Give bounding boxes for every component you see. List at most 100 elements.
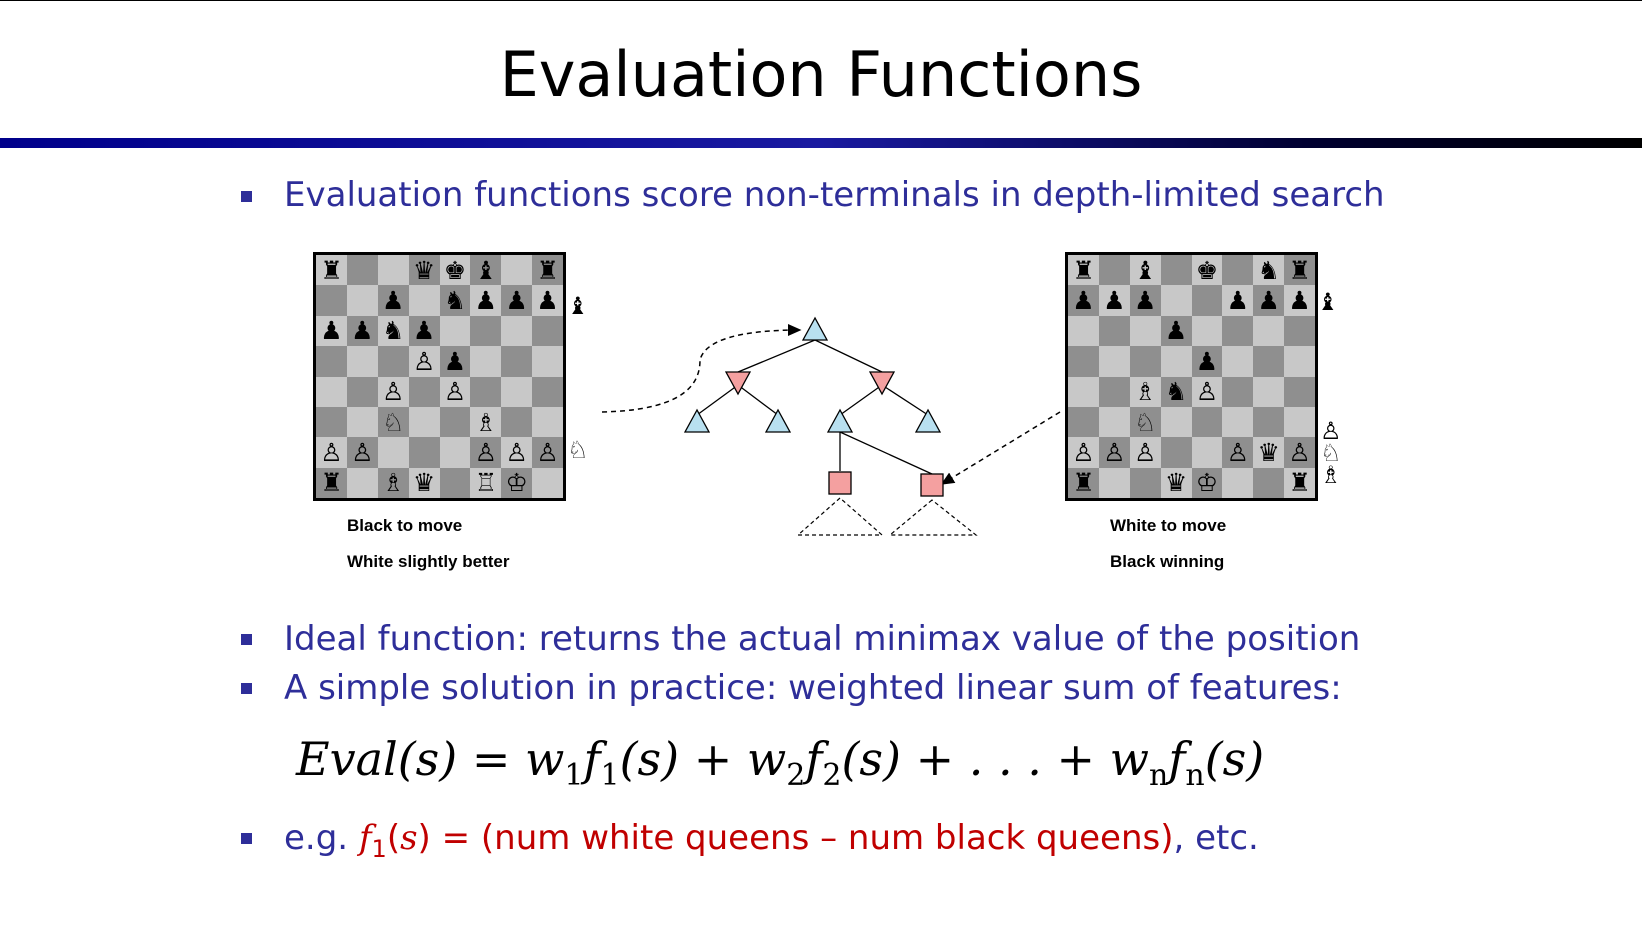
board-square [346, 406, 378, 438]
board-square: ♗ [1129, 376, 1161, 407]
root-max-node [801, 316, 829, 341]
board-square [1222, 346, 1254, 377]
board-square: ♝ [1129, 255, 1161, 286]
bullet-3-text: A simple solution in practice: weighted … [284, 668, 1342, 708]
board-square: ♟ [1068, 285, 1099, 316]
board-square: ♟ [1098, 285, 1130, 316]
slide-title: Evaluation Functions [499, 38, 1143, 111]
board-square [1253, 467, 1285, 498]
board-square: ♟ [1191, 346, 1223, 377]
board-square [1222, 467, 1254, 498]
formula-wn: w [1109, 732, 1150, 786]
board-square [1160, 406, 1192, 438]
tree-edges [696, 339, 933, 475]
board-square [1068, 376, 1099, 407]
board-square [1098, 255, 1130, 286]
formula-f2: f [805, 732, 823, 786]
board-square [1191, 285, 1223, 316]
board-square: ♞ [439, 285, 471, 316]
board-square [1284, 315, 1315, 347]
board-square [1098, 467, 1130, 498]
board-square [470, 376, 502, 407]
board-square [316, 376, 347, 407]
board-square [1160, 437, 1192, 468]
eval-formula: Eval(s) = w1f1(s) + w2f2(s) + . . . + wn… [296, 732, 1264, 793]
board-square: ♙ [1068, 437, 1099, 468]
board-square: ♔ [1191, 467, 1223, 498]
example-s: s [400, 818, 418, 858]
board-square [408, 285, 440, 316]
bullet-1-text: Evaluation functions score non-terminals… [284, 175, 1385, 215]
board-square: ♔ [501, 467, 533, 498]
right-captured-top: ♝ [1317, 288, 1339, 316]
formula-arg: (s) + . . . + [841, 732, 1110, 786]
board-square [1068, 406, 1099, 438]
eval-box-2 [920, 473, 944, 497]
board-square: ♟ [1222, 285, 1254, 316]
board-square: ♙ [532, 437, 563, 468]
board-square: ♙ [377, 376, 409, 407]
example-bullet-text: e.g. f1(s) = (num white queens – num bla… [284, 818, 1259, 863]
board-square [377, 437, 409, 468]
formula-sub: n [1149, 758, 1169, 794]
board-square: ♗ [377, 467, 409, 498]
formula-sub: n [1185, 758, 1205, 794]
bullet-2-text: Ideal function: returns the actual minim… [284, 619, 1361, 659]
board-square [408, 406, 440, 438]
board-square: ♝ [470, 255, 502, 286]
board-square [1160, 346, 1192, 377]
board-square [532, 346, 563, 377]
left-captured-bottom: ♘ [567, 436, 589, 464]
board-square: ♙ [1191, 376, 1223, 407]
board-square: ♙ [408, 346, 440, 377]
formula-f1: f [583, 732, 601, 786]
right-chess-board: ♜♝♚♞♜♟♟♟♟♟♟♟♟♗♞♙♘♙♙♙♙♛♙♜♛♔♜ [1065, 252, 1318, 501]
board-square: ♛ [1160, 467, 1192, 498]
board-square: ♜ [1284, 467, 1315, 498]
board-square: ♜ [316, 467, 347, 498]
board-square [1068, 346, 1099, 377]
board-square: ♛ [408, 467, 440, 498]
bullet-marker [241, 634, 252, 645]
board-square [1160, 285, 1192, 316]
arrow-right-to-leaf [940, 411, 1061, 485]
board-square [470, 346, 502, 377]
board-square [501, 406, 533, 438]
top-border-line [0, 0, 1642, 1]
bullet-marker [241, 683, 252, 694]
board-square: ♞ [377, 315, 409, 347]
eval-box-1 [828, 471, 852, 495]
board-square: ♟ [316, 315, 347, 347]
board-square [470, 315, 502, 347]
board-square: ♜ [1068, 467, 1099, 498]
formula-lhs: Eval(s) = [296, 732, 525, 786]
max-node-3 [826, 408, 854, 433]
board-square [346, 255, 378, 286]
formula-sub: 2 [786, 758, 806, 794]
board-square [501, 376, 533, 407]
board-square [1160, 255, 1192, 286]
board-square: ♟ [1284, 285, 1315, 316]
board-square: ♚ [1191, 255, 1223, 286]
board-square [316, 285, 347, 316]
bullet-marker [241, 833, 252, 844]
min-node-right [868, 371, 896, 396]
left-captured-top: ♝ [567, 292, 589, 320]
formula-w2: w [746, 732, 787, 786]
board-square [439, 406, 471, 438]
board-square [1191, 437, 1223, 468]
board-square: ♙ [1129, 437, 1161, 468]
board-square: ♟ [1253, 285, 1285, 316]
board-square [439, 315, 471, 347]
left-chess-board: ♜♛♚♝♜♟♞♟♟♟♟♟♞♟♙♟♙♙♘♗♙♙♙♙♙♜♗♛♖♔ [313, 252, 566, 501]
board-square [377, 255, 409, 286]
board-square [1191, 406, 1223, 438]
board-square [1129, 315, 1161, 347]
example-open: ( [386, 818, 401, 858]
left-caption-to-move: Black to move [347, 516, 463, 535]
board-square [346, 346, 378, 377]
board-square [1284, 406, 1315, 438]
board-square: ♙ [1284, 437, 1315, 468]
formula-arg: (s) [1204, 732, 1265, 786]
